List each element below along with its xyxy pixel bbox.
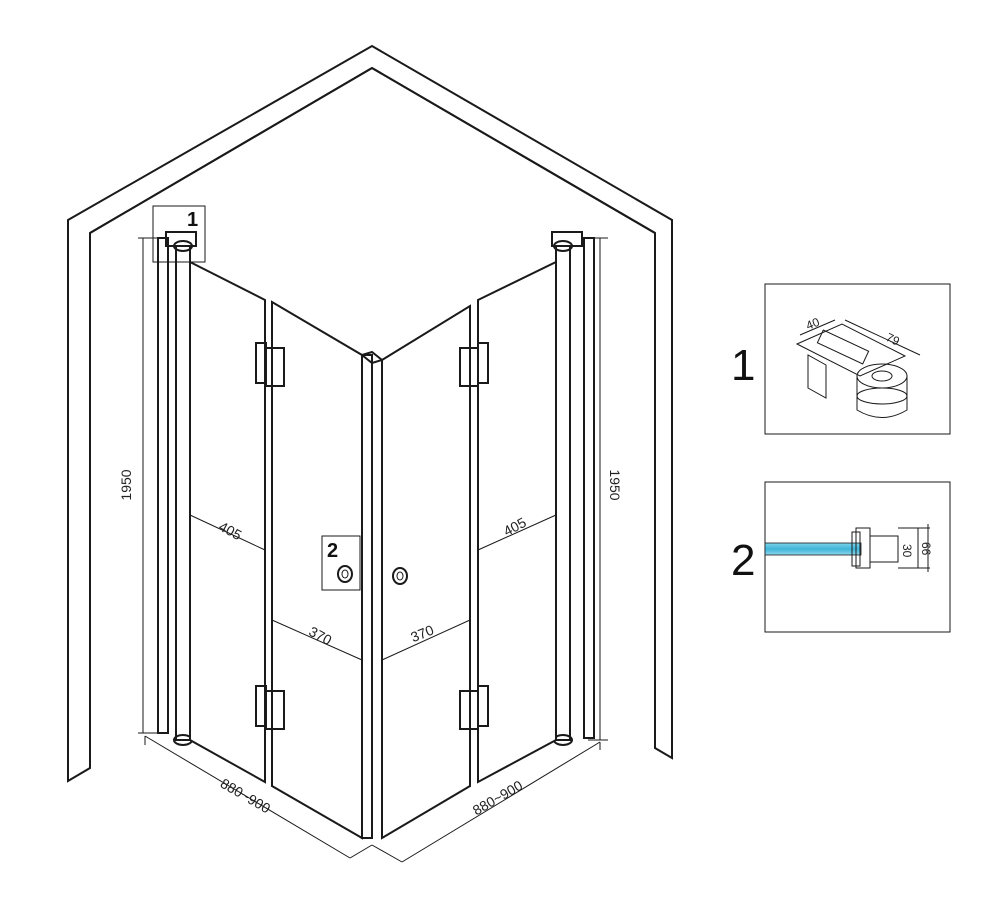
right-inner-door-panel [381,304,471,840]
detail-2-dim-a: 30 [900,544,914,558]
handle-callout: 2 [321,535,361,591]
height-left-label: 1950 [118,469,134,500]
glass-edge-icon [764,542,862,556]
right-knob-icon [392,567,408,585]
detail-2-label: 2 [731,536,755,585]
width-right-label: 880~900 [470,777,526,818]
hinge-callout-label: 1 [187,209,198,231]
floor-dimension-lines [67,735,601,863]
hinge-callout: 1 [152,205,206,263]
right-outer-door-panel [477,260,557,784]
handle-callout-label: 2 [327,540,338,562]
detail-2: 2 30 66 [731,481,951,633]
left-knob-icon [337,565,353,583]
height-dimension-lines [138,237,608,741]
left-lower-hinge-icon [255,685,285,730]
corner-post [359,350,385,839]
detail-2-dim-b: 66 [919,542,933,556]
right-profile [551,231,595,746]
right-upper-hinge-icon [459,342,489,387]
right-lower-hinge-icon [459,685,489,730]
left-outer-door-panel [189,260,266,784]
top-hinge-bracket-icon [795,323,908,418]
left-inner-door-panel [271,300,363,840]
detail-1-dim-a: 40 [804,315,822,333]
detail-1: 1 40 79 [731,283,951,435]
detail-1-label: 1 [731,341,755,390]
detail-1-dim-b: 79 [884,330,902,349]
knob-profile-icon [851,527,899,569]
height-right-label: 1950 [607,469,623,500]
left-upper-hinge-icon [255,342,285,387]
